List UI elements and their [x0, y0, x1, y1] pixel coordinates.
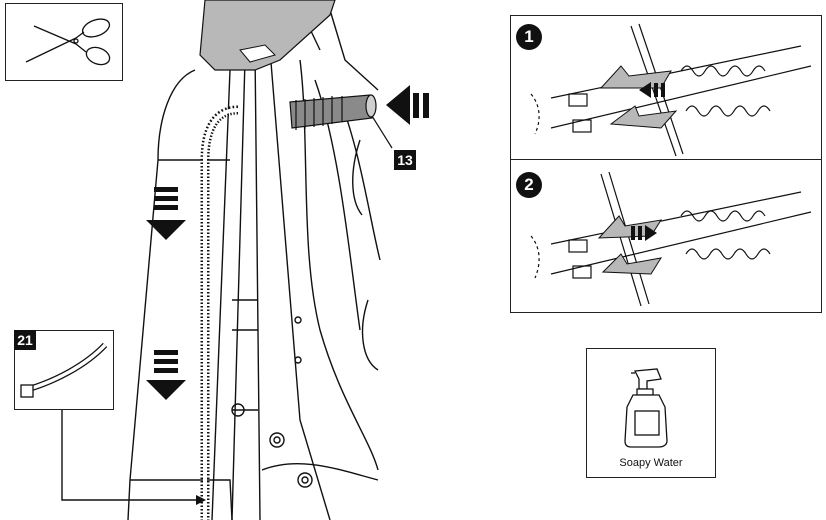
scissors-panel: [5, 3, 123, 81]
weather-seal: [200, 0, 335, 70]
part-number-21: 21: [14, 330, 36, 350]
step-2-badge: 2: [516, 172, 542, 198]
step-1-badge: 1: [516, 24, 542, 50]
part-number-13: 13: [394, 150, 416, 170]
scissors-icon: [6, 4, 124, 82]
spray-bottle-icon: [587, 349, 717, 459]
grommet-detail-drawing: [511, 16, 823, 314]
step-panel: [510, 15, 822, 313]
vehicle-body-frame: [128, 8, 380, 520]
down-arrow-icon: [146, 350, 186, 400]
soapy-water-panel: Soapy Water: [586, 348, 716, 478]
push-arrow-icon: [386, 85, 429, 125]
soapy-water-label: Soapy Water: [587, 457, 715, 469]
